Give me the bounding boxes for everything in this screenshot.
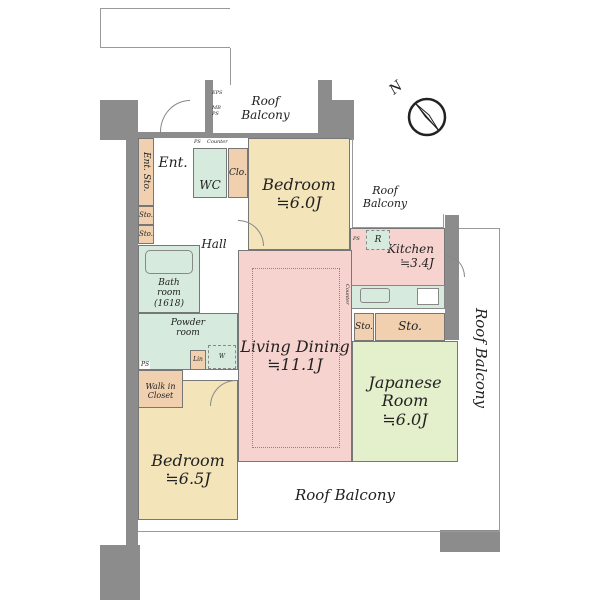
- wall-balcony-left: [205, 80, 213, 135]
- compass: [405, 95, 449, 139]
- storage-2: Sto.: [138, 225, 154, 244]
- compass-north-label: N: [386, 77, 406, 99]
- powder-room: Powder room: [138, 313, 238, 370]
- dining-area-outline: [252, 268, 340, 448]
- ps-label-walkin: PS: [140, 361, 151, 369]
- japanese-room: Japanese Room≒6.0J: [352, 341, 458, 462]
- linen: Lin: [190, 350, 206, 370]
- kitchen-storage: Sto.: [375, 313, 445, 341]
- wall-balcony-right: [318, 80, 332, 135]
- roof-balcony-corner: Roof Balcony: [362, 184, 408, 210]
- counter-label-kitchen: Counter: [344, 284, 350, 305]
- roof-balcony-right-outline: [459, 228, 500, 462]
- common-corridor-outline: [100, 8, 230, 48]
- closet: Clo.: [228, 148, 248, 198]
- compass-rose-icon: [407, 97, 447, 137]
- common-corridor-outline-2: [230, 48, 231, 88]
- counter-label-wc: Counter: [207, 139, 228, 145]
- fridge-space: R: [366, 230, 390, 250]
- ps-label-wc: PS: [194, 139, 201, 145]
- wall-bottom-right: [440, 530, 500, 552]
- wall-kitchen-right: [445, 215, 459, 340]
- living-dining: Living Dining≒11.1J: [238, 250, 352, 462]
- bedroom-1: Bedroom≒6.0J: [248, 138, 350, 250]
- outer-wall-top-left: [100, 100, 138, 140]
- bedroom-2-door[interactable]: [210, 380, 236, 406]
- sink-icon: [360, 288, 390, 303]
- roof-balcony-top-label: Roof Balcony: [241, 94, 290, 122]
- bathroom: Bath room (1618): [138, 245, 200, 313]
- outer-wall-top: [138, 132, 350, 138]
- kitchen-storage-small: Sto.: [354, 313, 374, 341]
- wc: WC: [193, 148, 227, 198]
- roof-balcony-right: Roof Balcony: [471, 307, 490, 408]
- ent-storage: Ent. Sto.: [138, 138, 154, 206]
- storage-1: Sto.: [138, 206, 154, 225]
- mb-ps-label: MB PS: [212, 105, 221, 117]
- washer-space: W: [208, 345, 236, 369]
- wall-corner-right: [332, 100, 354, 140]
- kitchen: Kitchen≒3.4J: [350, 228, 445, 286]
- wall-bottom: [100, 545, 140, 600]
- ps-label-kitchen: PS: [353, 236, 360, 242]
- bathtub-icon: [145, 250, 193, 274]
- roof-balcony-bottom-outline: [138, 462, 500, 532]
- roof-balcony-bottom: Roof Balcony: [294, 486, 395, 505]
- entrance-door[interactable]: [160, 100, 190, 132]
- walk-in-closet: Walk in Closet: [138, 370, 183, 408]
- entrance: Ent.: [154, 138, 192, 188]
- eps-label: EPS: [212, 90, 223, 96]
- outer-wall-left: [126, 100, 138, 545]
- roof-balcony-top: Roof Balcony: [213, 85, 318, 133]
- stove-icon: [417, 288, 439, 305]
